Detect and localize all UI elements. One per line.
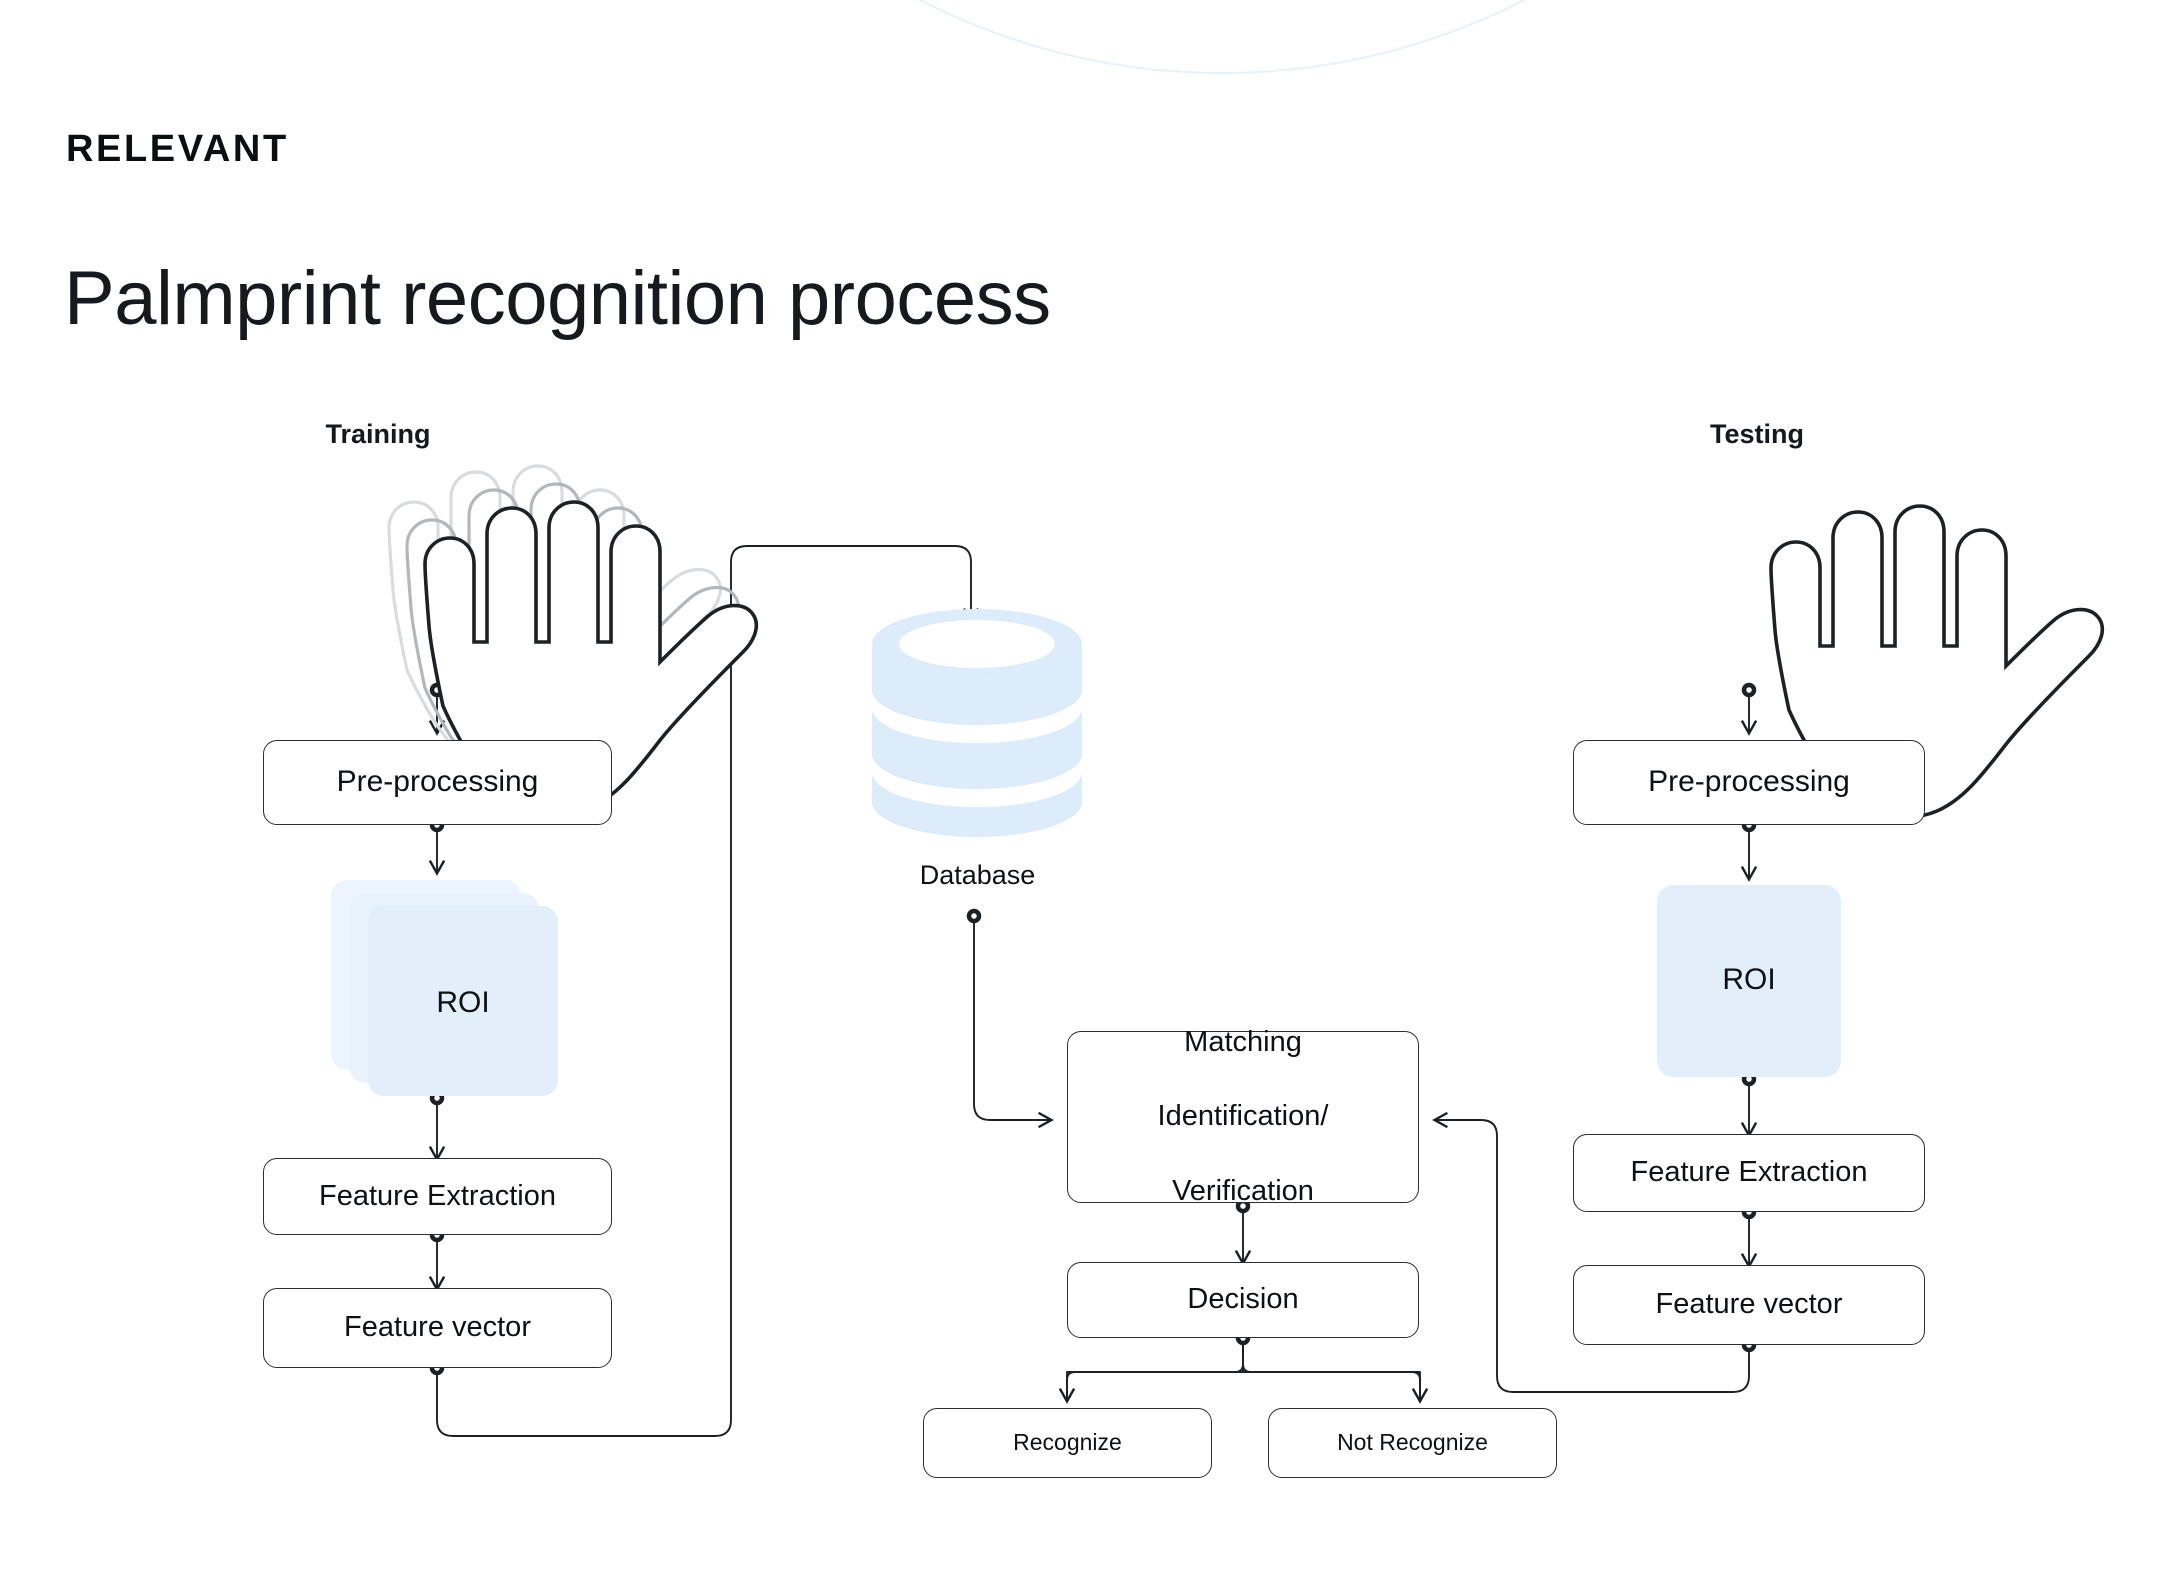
column-heading-testing: Testing — [1710, 419, 1804, 449]
page-title: Palmprint recognition process — [64, 256, 1051, 341]
step-label: Feature vector — [344, 1311, 531, 1344]
step-label: Pre-processing — [1648, 765, 1850, 799]
background-arc-decoration — [560, 0, 1884, 74]
step-box-feature-vector-training[interactable]: Feature vector — [263, 1288, 612, 1368]
step-label: Feature Extraction — [319, 1179, 556, 1212]
step-label: Pre-processing — [336, 765, 539, 799]
junction-dot-testing-hand — [1741, 682, 1757, 698]
brand-logo: RELEVANT — [66, 128, 289, 170]
matching-line-3: Verification — [1172, 1174, 1314, 1207]
database-label: Database — [919, 860, 1036, 890]
junction-dot-training-hand — [429, 682, 445, 698]
outcome-label: Not Recognize — [1337, 1429, 1488, 1456]
step-box-feature-extraction-training[interactable]: Feature Extraction — [263, 1158, 612, 1235]
junction-dot-database — [966, 908, 982, 924]
step-box-feature-extraction-testing[interactable]: Feature Extraction — [1573, 1134, 1925, 1212]
step-label: Feature Extraction — [1630, 1156, 1868, 1189]
matching-line-2: Identification/ — [1157, 1100, 1329, 1133]
step-label: Decision — [1187, 1283, 1299, 1316]
column-heading-training: Training — [325, 419, 431, 449]
link-decision-split — [1066, 1337, 1421, 1401]
outcome-box-not-recognize[interactable]: Not Recognize — [1268, 1408, 1557, 1478]
roi-label-testing: ROI — [1722, 963, 1776, 996]
matching-text: Matching Identification/ Verification — [1158, 1024, 1329, 1210]
step-box-decision[interactable]: Decision — [1067, 1262, 1419, 1338]
matching-line-1: Matching — [1184, 1026, 1302, 1059]
step-box-preprocessing-testing[interactable]: Pre-processing — [1573, 740, 1925, 825]
roi-label-training: ROI — [436, 986, 490, 1019]
link-database-to-matching — [973, 915, 1054, 1129]
link-decision-to-recognize — [1058, 1337, 1244, 1404]
roi-panel-testing — [1657, 885, 1841, 1077]
step-box-matching[interactable]: Matching Identification/ Verification — [1067, 1026, 1419, 1207]
step-box-preprocessing-training[interactable]: Pre-processing — [263, 740, 612, 825]
step-box-feature-vector-testing[interactable]: Feature vector — [1573, 1265, 1925, 1345]
outcome-label: Recognize — [1013, 1429, 1122, 1456]
database-icon — [870, 608, 1085, 838]
step-label: Feature vector — [1655, 1288, 1843, 1321]
link-decision-to-not-recognize — [1242, 1337, 1429, 1404]
outcome-box-recognize[interactable]: Recognize — [923, 1408, 1212, 1478]
